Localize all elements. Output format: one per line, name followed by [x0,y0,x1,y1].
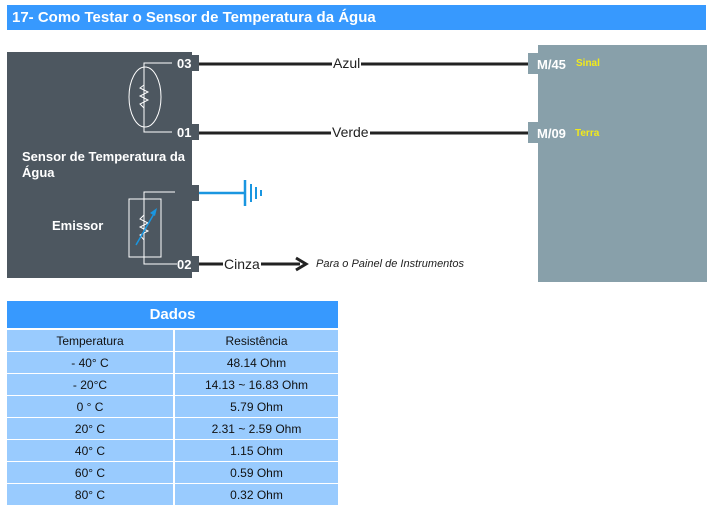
temperature-cell: 60° C [7,461,175,484]
ecu-pin-m45: M/45 [537,57,566,72]
gray-wire-destination: Para o Painel de Instrumentos [316,258,464,270]
ecu-tab [528,122,540,143]
pin-03-label: 03 [177,56,192,71]
resistance-cell: 48.14 Ohm [174,351,338,374]
arrow-icon [295,256,309,272]
ecu-block [538,45,707,282]
temperature-cell: - 40° C [7,351,175,374]
sensor-label: Sensor de Temperatura da Água [22,149,186,180]
pin-01-label: 01 [177,125,192,140]
resistance-cell: 14.13 ~ 16.83 Ohm [174,373,338,396]
pin-tab [190,256,199,272]
column-header: Resistência [174,328,338,352]
variable-resistor-icon [128,191,177,265]
temperature-cell: 80° C [7,483,175,506]
wire-label-gray: Cinza [223,256,261,272]
temperature-cell: 0 ° C [7,395,175,418]
arrow-icon [135,211,156,246]
temperature-cell: 20° C [7,417,175,440]
ground-tab [190,185,199,201]
pin-02-label: 02 [177,257,192,272]
thermistor-icon [128,62,172,133]
ecu-tab [528,53,540,74]
resistance-cell: 1.15 Ohm [174,439,338,462]
ecu-pin-m45-desc: Sinal [576,58,600,69]
pin-tab [190,124,199,140]
wire-label-green: Verde [331,124,370,140]
resistance-cell: 5.79 Ohm [174,395,338,418]
emitter-label: Emissor [52,218,104,233]
temperature-cell: 40° C [7,439,175,462]
resistance-cell: 2.31 ~ 2.59 Ohm [174,417,338,440]
ground-icon [199,180,262,206]
table-title: Dados [7,301,338,330]
resistance-cell: 0.59 Ohm [174,461,338,484]
wire-label-blue: Azul [332,55,362,71]
temperature-cell: - 20°C [7,373,175,396]
ecu-pin-m09-desc: Terra [575,128,600,139]
page-title: 17- Como Testar o Sensor de Temperatura … [7,5,706,30]
resistance-cell: 0.32 Ohm [174,483,338,506]
column-header: Temperatura [7,328,175,352]
ecu-pin-m09: M/09 [537,126,566,141]
pin-tab [190,55,199,71]
